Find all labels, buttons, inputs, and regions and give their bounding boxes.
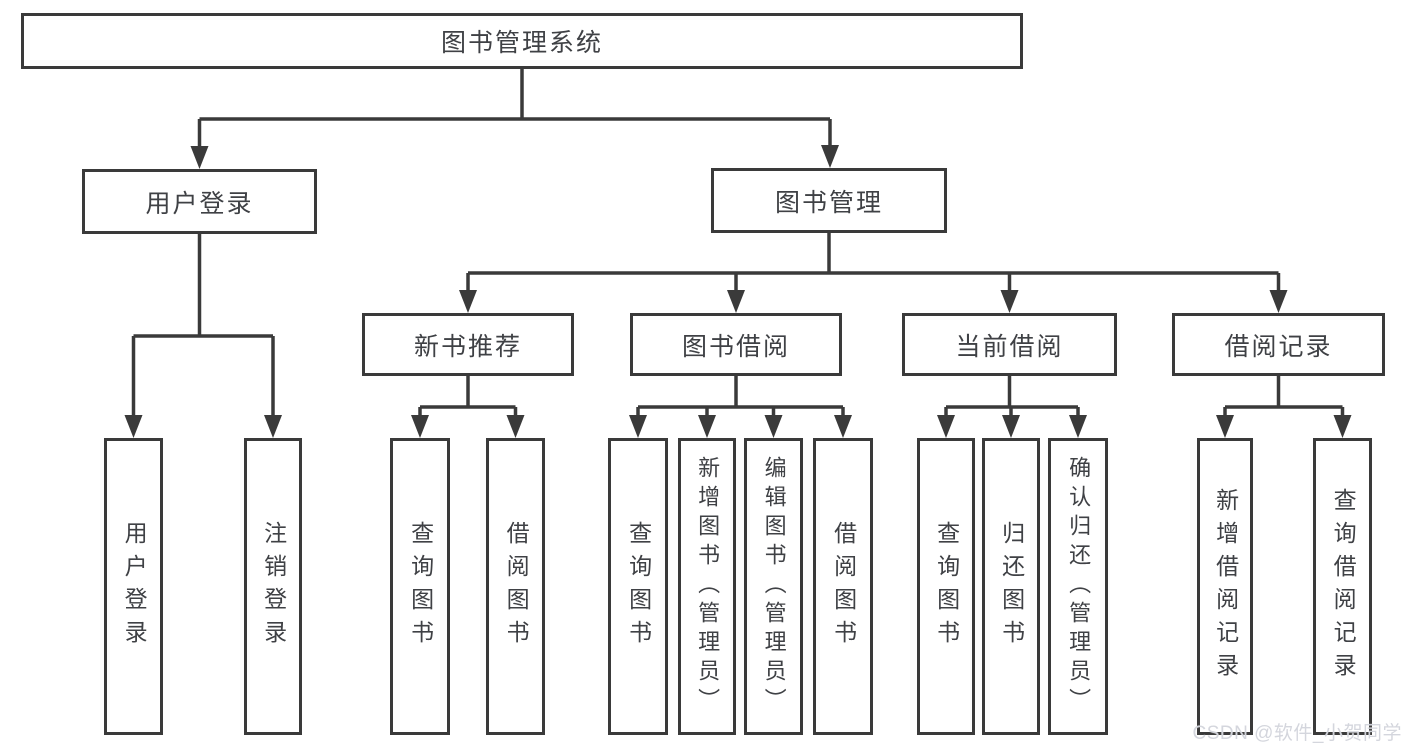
leaf-edit-books-admin: 编辑图书（管理员） [744,438,803,735]
leaf-add-borrow-record: 新增借阅记录 [1197,438,1253,735]
node-book-borrowing: 图书借阅 [630,313,842,376]
leaf-query-books-recommend-label: 查询图书 [407,520,434,653]
leaf-user-login: 用户登录 [104,438,163,735]
leaf-return-books-label: 归还图书 [998,520,1025,653]
node-borrowing-records: 借阅记录 [1172,313,1385,376]
node-book-borrowing-label: 图书借阅 [681,332,790,361]
leaf-borrow-books-borrowing: 借阅图书 [813,438,873,735]
leaf-query-books-borrowing: 查询图书 [608,438,668,735]
leaf-query-borrow-record-label: 查询借阅记录 [1330,487,1357,686]
node-new-book-recommend-label: 新书推荐 [413,332,522,361]
leaf-logout-label: 注销登录 [260,520,287,653]
leaf-query-borrow-record: 查询借阅记录 [1313,438,1372,735]
leaf-query-books-recommend: 查询图书 [390,438,450,735]
node-user-login: 用户登录 [82,169,317,234]
leaf-query-books-current: 查询图书 [917,438,975,735]
node-current-borrowing-label: 当前借阅 [955,332,1064,361]
leaf-add-books-admin-label: 新增图书（管理员） [695,456,721,717]
leaf-edit-books-admin-label: 编辑图书（管理员） [761,456,787,717]
leaf-confirm-return-admin-label: 确认归还（管理员） [1066,456,1092,717]
node-current-borrowing: 当前借阅 [902,313,1117,376]
leaf-add-books-admin: 新增图书（管理员） [678,438,736,735]
csdn-watermark: CSDN @软件_小贺同学 [1192,723,1402,744]
leaf-borrow-books-recommend: 借阅图书 [486,438,545,735]
leaf-add-borrow-record-label: 新增借阅记录 [1212,487,1239,686]
leaf-user-login-label: 用户登录 [121,520,148,653]
leaf-logout: 注销登录 [244,438,302,735]
node-user-login-label: 用户登录 [145,189,254,218]
leaf-borrow-books-recommend-label: 借阅图书 [503,520,530,653]
leaf-query-books-borrowing-label: 查询图书 [625,520,652,653]
leaf-query-books-current-label: 查询图书 [933,520,960,653]
node-root-label: 图书管理系统 [440,29,603,57]
leaf-confirm-return-admin: 确认归还（管理员） [1048,438,1108,735]
node-book-management: 图书管理 [711,168,947,233]
node-borrowing-records-label: 借阅记录 [1224,332,1333,361]
leaf-borrow-books-borrowing-label: 借阅图书 [830,520,857,653]
node-new-book-recommend: 新书推荐 [362,313,574,376]
leaf-return-books: 归还图书 [982,438,1040,735]
node-book-management-label: 图书管理 [774,188,883,217]
node-root-system: 图书管理系统 [21,13,1023,69]
